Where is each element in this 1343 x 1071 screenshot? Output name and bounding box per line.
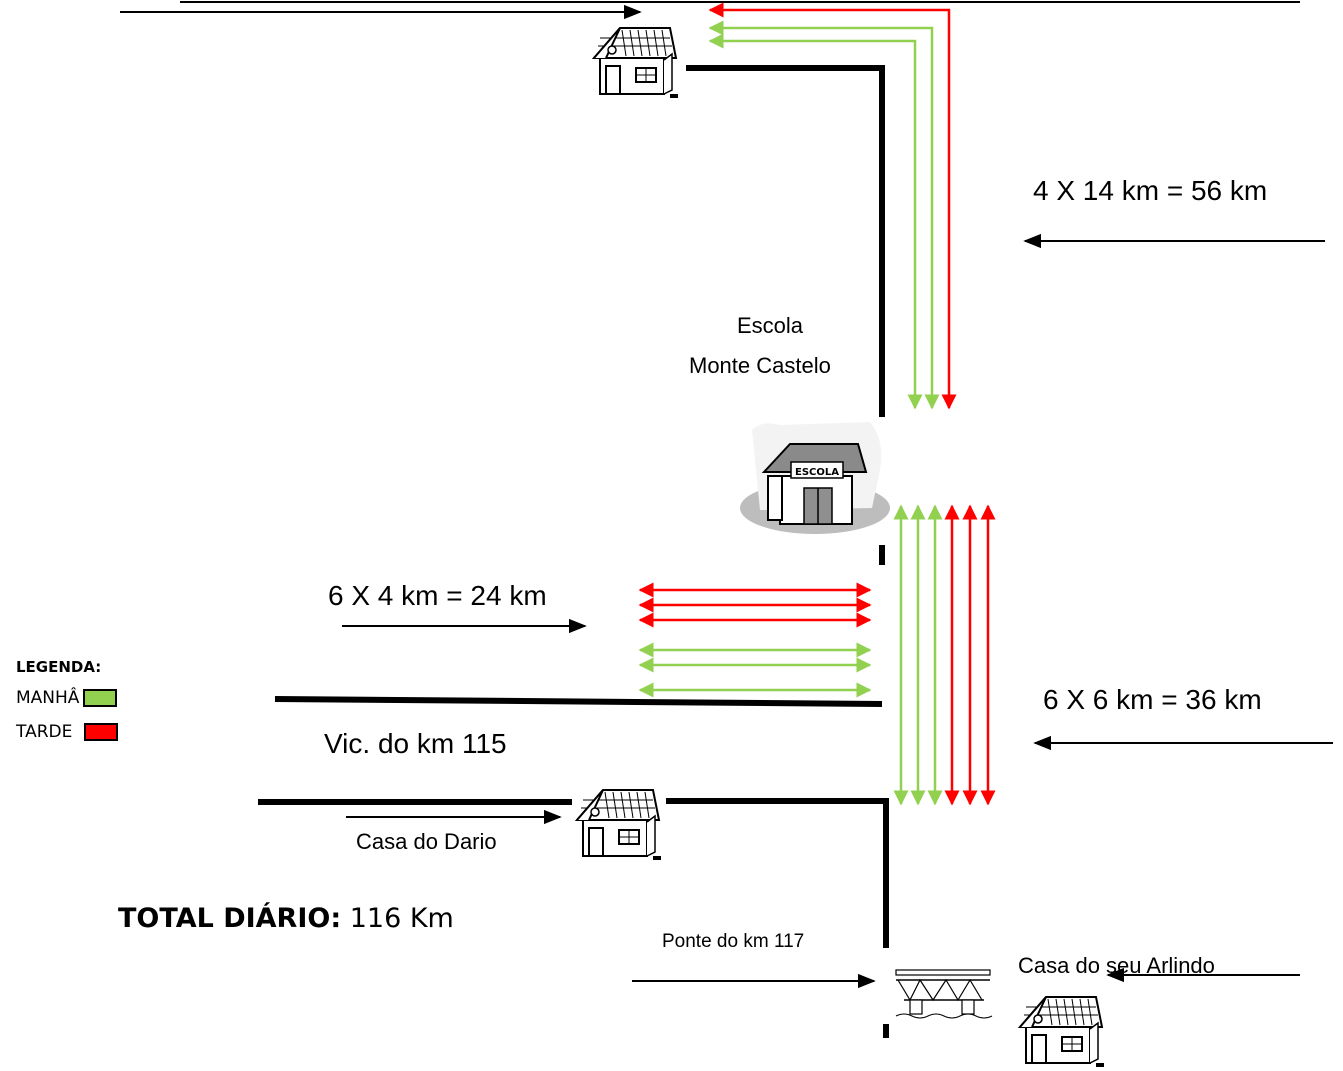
- legend: LEGENDA: MANHÂ TARDE: [16, 658, 119, 742]
- road-casa-dario-east: [666, 798, 889, 948]
- legend-item-morning-label: MANHÂ: [16, 688, 80, 708]
- ponte-label: Ponte do km 117: [662, 931, 805, 952]
- casa-arlindo-label: Casa do seu Arlindo: [1018, 953, 1215, 978]
- legend-item-morning: MANHÂ: [16, 688, 118, 708]
- legend-afternoon-swatch: [84, 723, 119, 741]
- legend-title: LEGENDA:: [16, 658, 102, 676]
- school-name-line1: Escola: [737, 313, 804, 338]
- north-afternoon-route: [708, 2, 957, 410]
- daily-total: TOTAL DIÁRIO: 116 Km: [118, 903, 454, 934]
- vicinal-label: Vic. do km 115: [324, 728, 507, 759]
- legend-item-afternoon: TARDE: [16, 722, 119, 742]
- daily-total-value: 116 Km: [349, 903, 454, 934]
- legend-item-afternoon-label: TARDE: [16, 722, 73, 742]
- south-segment-distance: 6 X 6 km = 36 km: [1043, 684, 1262, 715]
- north-route-arrows: [708, 2, 957, 410]
- legend-morning-swatch: [83, 689, 118, 707]
- casa-dario-label: Casa do Dario: [356, 829, 497, 854]
- house-casa-dario-icon: [576, 789, 662, 861]
- pointer-arrows: [342, 233, 1333, 989]
- daily-total-label: TOTAL DIÁRIO:: [118, 903, 342, 934]
- bridge-icon: [895, 969, 993, 1019]
- north-morning-route-2: [708, 20, 940, 410]
- school-icon: ESCOLA: [740, 422, 890, 534]
- roads: [258, 65, 889, 1038]
- school-name-line2: Monte Castelo: [689, 353, 831, 378]
- west-segment-distance: 6 X 4 km = 24 km: [328, 580, 547, 611]
- north-segment-distance: 4 X 14 km = 56 km: [1033, 175, 1268, 206]
- house-top-icon: [593, 27, 679, 99]
- house-casa-arlindo-icon: [1019, 996, 1105, 1068]
- road-vicinal-115: [274, 696, 883, 707]
- south-route-arrows: [893, 504, 996, 806]
- school-sign: ESCOLA: [795, 467, 839, 478]
- west-route-arrows: [638, 582, 872, 698]
